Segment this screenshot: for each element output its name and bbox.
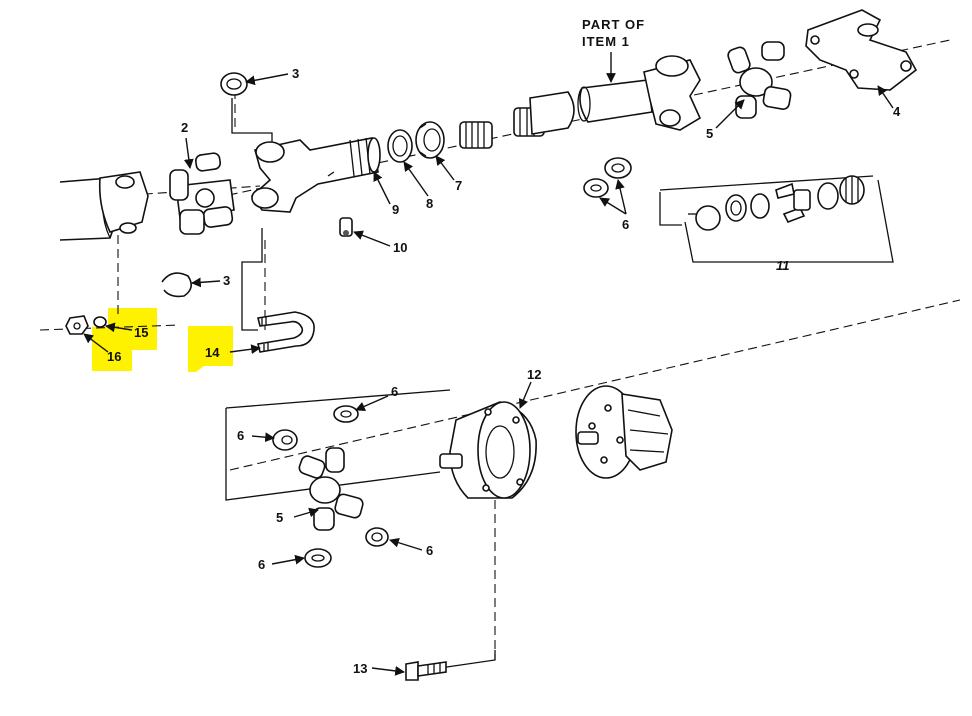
tube-yoke-right (643, 55, 702, 131)
universal-joint-cross-right (727, 41, 792, 119)
callout-labels: 2 3 3 4 5 5 6 6 6 6 6 7 8 9 10 11 12 13 … (107, 66, 901, 676)
dust-seal (387, 129, 413, 163)
bolt (405, 661, 447, 681)
highlight-areas (92, 308, 233, 372)
part-of-item-header: PART OF ITEM 1 (582, 17, 645, 49)
callout-13: 13 (353, 661, 367, 676)
callout-6-top: 6 (391, 384, 398, 399)
highlight-16 (92, 327, 132, 371)
callout-5-upper: 5 (706, 126, 713, 141)
flange-yoke (805, 9, 918, 91)
bracket-lines (225, 98, 894, 669)
callout-6-left: 6 (237, 428, 244, 443)
dust-cap (415, 121, 445, 159)
transfer-case-flange (575, 385, 673, 479)
callout-3-upper: 3 (292, 66, 299, 81)
retaining-ring-lower (161, 272, 192, 298)
callout-leaders (83, 73, 894, 676)
nut (65, 315, 89, 335)
callout-8: 8 (426, 196, 433, 211)
callout-15: 15 (134, 325, 148, 340)
bearing-cap-top (333, 405, 359, 423)
callout-5-lower: 5 (276, 510, 283, 525)
header-line-2: ITEM 1 (582, 34, 630, 49)
callout-10: 10 (393, 240, 407, 255)
callout-14: 14 (205, 345, 220, 360)
bearing-cap-right (365, 527, 389, 547)
u-bolt (257, 311, 315, 353)
callout-6-upper: 6 (622, 217, 629, 232)
slip-yoke (250, 137, 381, 213)
highlight-14 (188, 326, 233, 372)
tube-yoke (98, 171, 149, 234)
callout-4: 4 (893, 104, 901, 119)
callout-6-bottom: 6 (258, 557, 265, 572)
callout-11: 11 (776, 258, 790, 273)
callout-7: 7 (455, 178, 462, 193)
retaining-ring-upper (220, 72, 248, 96)
washer (93, 316, 107, 328)
bearing-cap-pair-upper (583, 157, 632, 198)
companion-flange (439, 401, 537, 499)
centerlines (39, 39, 961, 660)
bearing-cap-bottom (304, 548, 332, 568)
grease-fitting (339, 217, 353, 237)
universal-joint-cross-left (169, 152, 235, 235)
callout-12: 12 (527, 367, 541, 382)
callout-9: 9 (392, 202, 399, 217)
callout-6-right: 6 (426, 543, 433, 558)
callout-2: 2 (181, 120, 188, 135)
splined-stub (459, 91, 575, 149)
repair-kit-parts (688, 175, 865, 231)
callout-16: 16 (107, 349, 121, 364)
bearing-cap-left (272, 429, 298, 451)
callout-3-lower: 3 (223, 273, 230, 288)
drive-shaft-tube-right (577, 52, 653, 123)
universal-joint-cross-lower (298, 447, 364, 531)
header-line-1: PART OF (582, 17, 645, 32)
